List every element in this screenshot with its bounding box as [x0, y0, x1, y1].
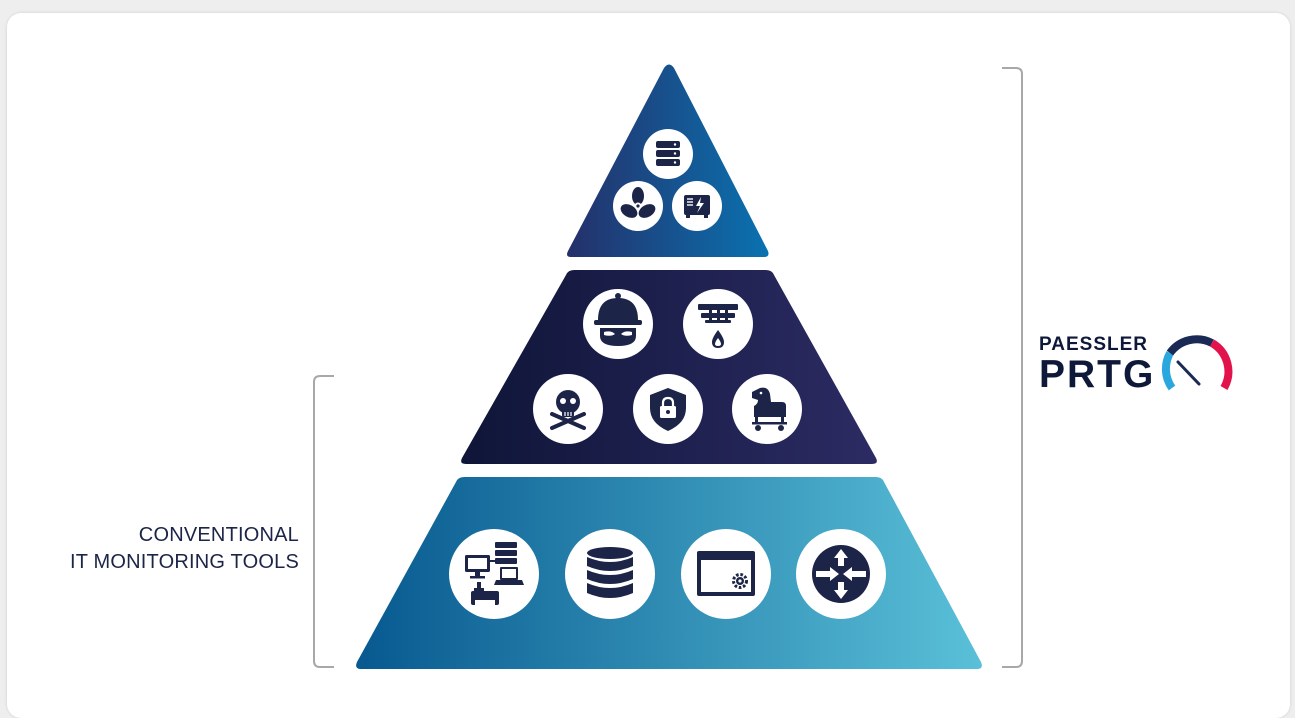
security-shield-icon	[633, 374, 703, 444]
paessler-prtg-logo: PAESSLER PRTG	[1039, 335, 1155, 395]
power-supply-icon	[672, 181, 722, 231]
conventional-tools-label: CONVENTIONAL IT MONITORING TOOLS	[40, 522, 299, 576]
smoke-detector-icon	[683, 289, 753, 359]
trojan-horse-icon	[732, 374, 802, 444]
network-devices-icon	[449, 529, 539, 619]
router-icon	[796, 529, 886, 619]
conventional-label-line2: IT MONITORING TOOLS	[69, 551, 299, 573]
server-icon	[643, 129, 693, 179]
logo-brand-text: PAESSLER	[1039, 334, 1149, 355]
skull-crossbones-icon	[533, 374, 603, 444]
conventional-label-line1: CONVENTIONAL	[138, 524, 299, 546]
logo-product-text: PRTG	[1039, 353, 1156, 396]
pyramid-bottom-tier	[356, 477, 982, 669]
database-icon	[565, 529, 655, 619]
burglar-icon	[583, 289, 653, 359]
application-window-icon	[681, 529, 771, 619]
conventional-bracket	[313, 375, 334, 668]
prtg-gauge-icon	[1161, 335, 1233, 391]
prtg-bracket	[1002, 67, 1023, 668]
fan-icon	[613, 181, 663, 231]
